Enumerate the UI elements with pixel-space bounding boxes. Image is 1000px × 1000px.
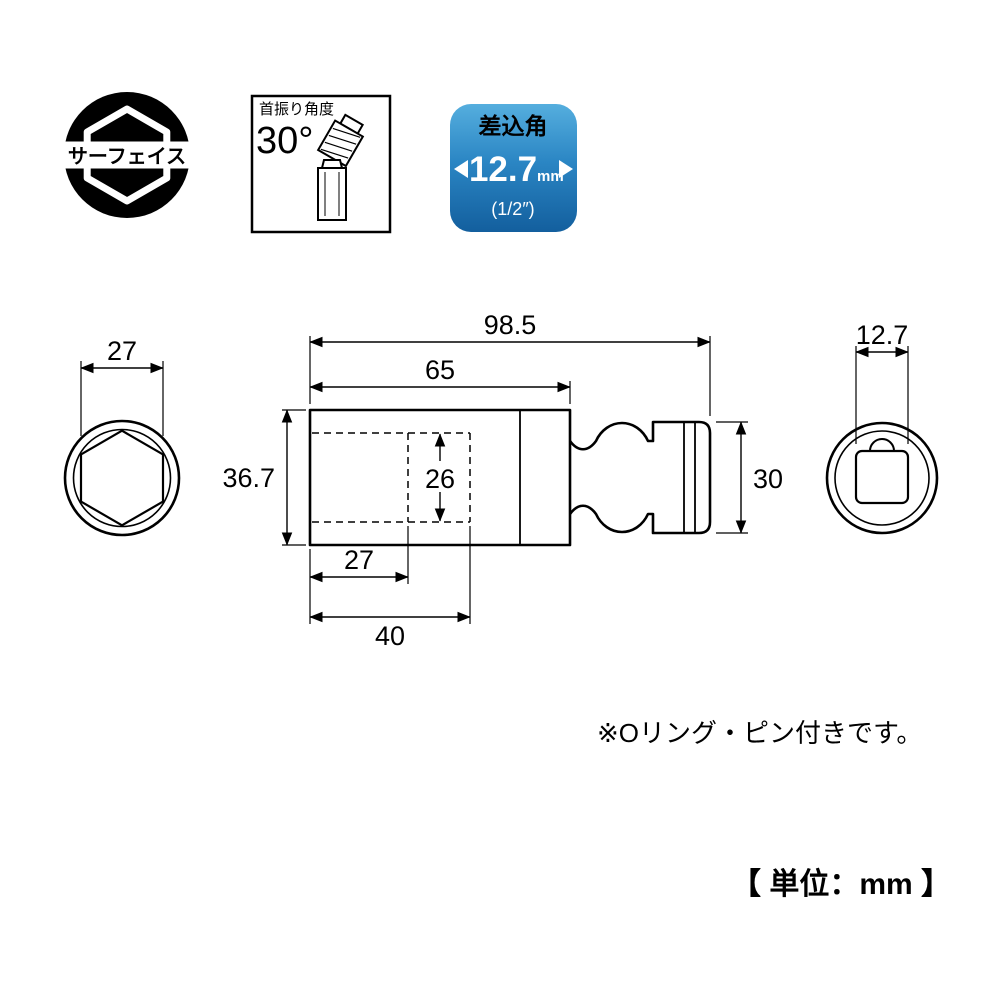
right-arrow-icon	[559, 160, 573, 178]
swivel-angle-box: 首振り角度 30°	[250, 94, 392, 234]
dim-label-hex-across-flats: 27	[107, 336, 137, 366]
surface-label: サーフェイス	[68, 146, 186, 168]
swivel-title: 首振り角度	[259, 101, 334, 118]
accessory-note: ※Oリング・ピン付きです。	[597, 718, 922, 748]
drive-size-unit: mm	[537, 168, 564, 185]
dim-label-total-length: 98.5	[484, 310, 537, 340]
drive-size-inch: (1/2″)	[491, 199, 534, 219]
dim-label-outer-diameter: 36.7	[222, 463, 275, 493]
square-drive-hole	[854, 449, 910, 505]
drive-size-badge: 差込角 12.7 mm (1/2″)	[450, 104, 577, 232]
detent-pin-notch	[869, 438, 895, 452]
swivel-angle-value: 30°	[256, 120, 313, 162]
drive-title: 差込角	[479, 113, 548, 139]
rear-inner-circle	[834, 430, 930, 526]
dim-label-bore-depth-total: 40	[375, 621, 405, 651]
dim-label-bore-depth-first: 27	[344, 545, 374, 575]
surface-label-band	[63, 141, 191, 169]
rear-outer-circle	[825, 421, 939, 535]
front-inner-circle	[72, 428, 172, 528]
dim-label-square-drive: 12.7	[856, 320, 909, 350]
dim-label-body-length: 65	[425, 355, 455, 385]
left-arrow-icon	[454, 160, 468, 178]
socket-body-icon	[317, 167, 347, 221]
dim-label-bore-diameter: 26	[425, 464, 455, 494]
swivel-illustration	[316, 113, 365, 221]
hexagon-icon	[83, 105, 171, 205]
front-outer-circle	[63, 419, 181, 537]
side-view: 98.5 65 36.7 26 27 40 30	[222, 310, 783, 651]
tilted-socket-head-icon	[316, 113, 365, 168]
front-view: 27	[63, 336, 181, 537]
drive-size-value: 12.7	[469, 150, 537, 189]
dim-label-joint-diameter: 30	[753, 464, 783, 494]
universal-joint-outline	[568, 420, 712, 535]
drive-badge-background	[450, 104, 577, 232]
bore-label-mask	[421, 461, 459, 492]
socket-body-outline	[308, 408, 572, 547]
unit-note: 【 単位：mm 】	[731, 867, 951, 901]
surface-drive-icon: サーフェイス	[63, 92, 191, 218]
rear-view: 12.7	[825, 320, 939, 535]
socket-neck-icon	[320, 159, 344, 169]
front-hex-opening	[79, 429, 165, 527]
